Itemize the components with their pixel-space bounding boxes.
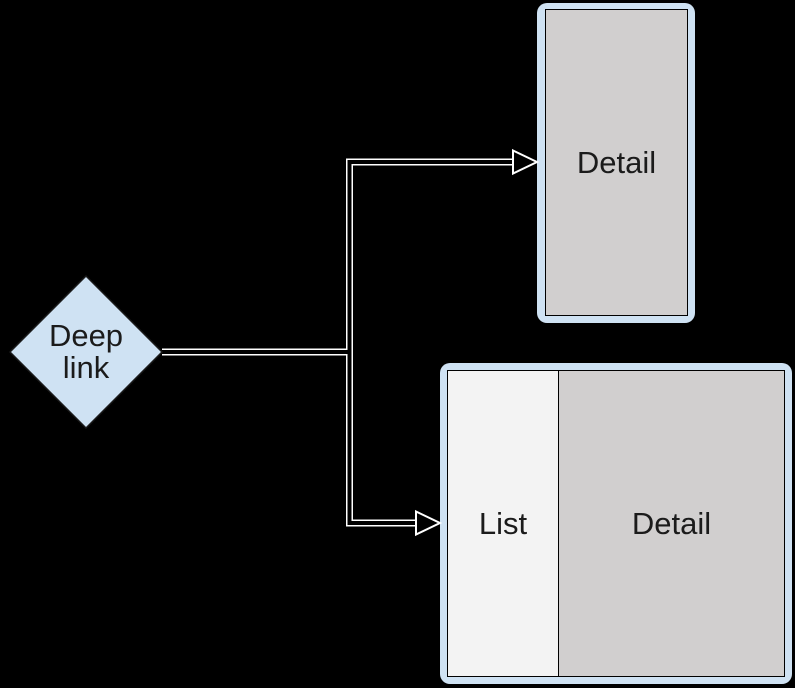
list-panel: List: [448, 371, 559, 676]
open-arrowhead-icon-top: [512, 148, 540, 176]
detail-card: Detail: [537, 3, 695, 323]
deep-link-label: Deep link: [48, 318, 124, 385]
detail-panel-label: Detail: [631, 505, 712, 541]
detail-card-body: Detail: [545, 9, 688, 316]
list-detail-card-body: List Detail: [447, 370, 785, 677]
list-detail-card: List Detail: [440, 363, 792, 684]
open-arrowhead-icon-bottom: [415, 509, 443, 537]
connector-deep-link-to-list-detail-casing: [346, 352, 416, 527]
detail-card-label: Detail: [576, 144, 657, 180]
connector-deep-link-to-detail-casing: [162, 158, 513, 356]
list-panel-label: List: [478, 505, 528, 541]
connector-deep-link-to-list-detail-core: [347, 352, 416, 525]
detail-panel: Detail: [559, 371, 784, 676]
connector-deep-link-to-detail-core: [162, 160, 513, 354]
